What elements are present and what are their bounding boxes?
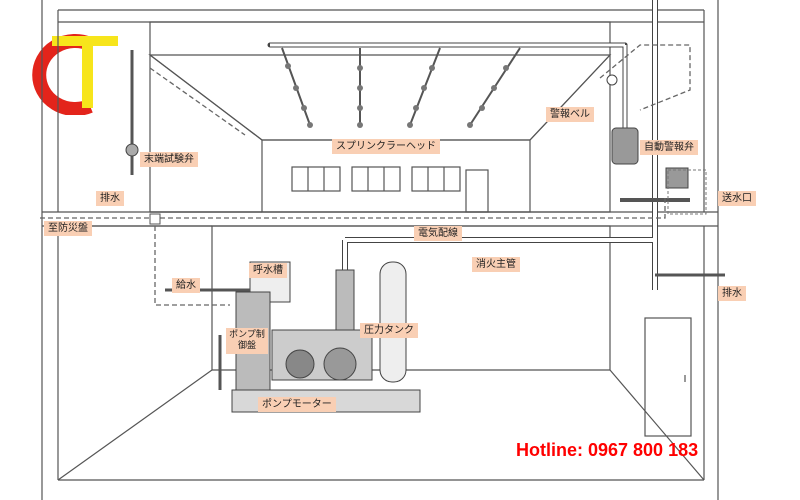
label-water-supply: 給水	[172, 278, 200, 293]
label-pressure-tank: 圧力タンク	[360, 323, 418, 338]
label-end-test-valve: 末端試験弁	[140, 152, 198, 167]
label-water-outlet: 送水口	[718, 191, 756, 206]
label-drain-right: 排水	[718, 286, 746, 301]
label-sprinkler-head: スプリンクラーヘッド	[332, 139, 440, 154]
label-drain-left: 排水	[96, 191, 124, 206]
tc-logo-icon	[32, 34, 118, 115]
hotline-text: Hotline: 0967 800 183	[516, 440, 699, 460]
label-electric-wiring: 電気配線	[414, 226, 462, 241]
label-pump-motor: ポンプモーター	[258, 397, 336, 412]
label-fire-main-pipe: 消火主管	[472, 257, 520, 272]
label-to-disaster-panel: 至防災盤	[44, 221, 92, 236]
label-auto-alarm-valve: 自動警報弁	[640, 140, 698, 155]
label-pump-control-panel: ポンプ制御盤	[226, 328, 268, 354]
label-alarm-bell: 警報ベル	[546, 107, 594, 122]
label-priming-tank: 呼水槽	[249, 263, 287, 278]
